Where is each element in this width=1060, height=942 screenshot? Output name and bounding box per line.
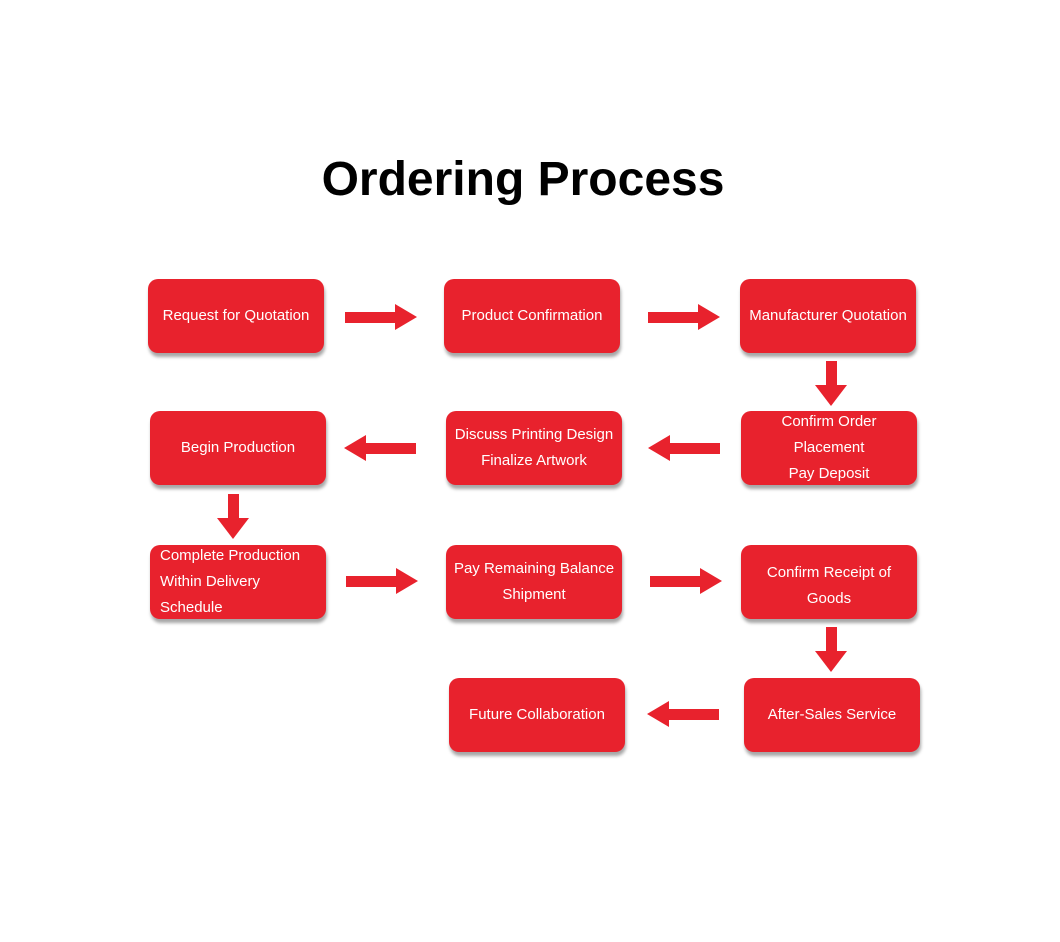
arrow-shaft — [648, 311, 698, 323]
node-pay-remaining-balance: Pay Remaining Balance Shipment — [446, 545, 622, 619]
node-label-line1: Confirm Order Placement — [781, 413, 877, 456]
arrow-down-icon — [217, 494, 249, 539]
arrow-shaft — [346, 575, 396, 587]
node-begin-production: Begin Production — [150, 411, 326, 485]
diagram-title: Ordering Process — [321, 153, 725, 206]
node-manufacturer-quotation: Manufacturer Quotation — [740, 279, 916, 353]
arrow-down-icon — [815, 627, 847, 672]
node-discuss-printing-design: Discuss Printing Design Finalize Artwork — [446, 411, 622, 485]
arrow-head — [344, 435, 366, 461]
arrow-shaft — [825, 627, 837, 651]
node-label-line2: Pay Deposit — [788, 465, 870, 482]
arrow-right-icon — [648, 304, 720, 330]
arrow-head — [647, 701, 669, 727]
node-label: After-Sales Service — [767, 706, 897, 723]
arrow-head — [815, 385, 847, 406]
arrow-head — [648, 435, 670, 461]
node-after-sales-service: After-Sales Service — [744, 678, 920, 752]
arrow-head — [698, 304, 720, 330]
node-label-line2: Finalize Artwork — [481, 452, 587, 469]
node-label-line1: Pay Remaining Balance — [453, 560, 615, 577]
node-request-for-quotation: Request for Quotation — [148, 279, 324, 353]
arrow-head — [217, 518, 249, 539]
arrow-left-icon — [648, 435, 720, 461]
arrow-shaft — [670, 442, 720, 454]
arrow-head — [700, 568, 722, 594]
arrow-shaft — [345, 311, 395, 323]
arrow-shaft — [825, 361, 837, 385]
arrow-right-icon — [346, 568, 418, 594]
arrow-head — [395, 304, 417, 330]
node-label-line1: Discuss Printing Design — [454, 426, 614, 443]
node-label: Manufacturer Quotation — [749, 307, 907, 324]
node-label: Request for Quotation — [162, 307, 310, 324]
arrow-head — [396, 568, 418, 594]
node-future-collaboration: Future Collaboration — [449, 678, 625, 752]
arrow-shaft — [227, 494, 239, 518]
node-label-line1: Complete Production — [160, 547, 301, 564]
arrow-down-icon — [815, 361, 847, 406]
arrow-right-icon — [650, 568, 722, 594]
node-label-line2: Within Delivery Schedule — [160, 573, 261, 616]
arrow-shaft — [650, 575, 700, 587]
node-confirm-receipt-of-goods: Confirm Receipt of Goods — [741, 545, 917, 619]
arrow-right-icon — [345, 304, 417, 330]
node-label: Future Collaboration — [469, 706, 605, 723]
arrow-shaft — [366, 442, 416, 454]
node-product-confirmation: Product Confirmation — [444, 279, 620, 353]
node-label: Confirm Receipt of Goods — [766, 564, 892, 607]
arrow-shaft — [669, 708, 719, 720]
node-label: Begin Production — [180, 439, 296, 456]
node-confirm-order-placement: Confirm Order Placement Pay Deposit — [741, 411, 917, 485]
arrow-head — [815, 651, 847, 672]
node-complete-production: Complete Production Within Delivery Sche… — [150, 545, 326, 619]
node-label: Product Confirmation — [461, 307, 603, 324]
arrow-left-icon — [344, 435, 416, 461]
node-label-line2: Shipment — [502, 586, 566, 603]
arrow-left-icon — [647, 701, 719, 727]
